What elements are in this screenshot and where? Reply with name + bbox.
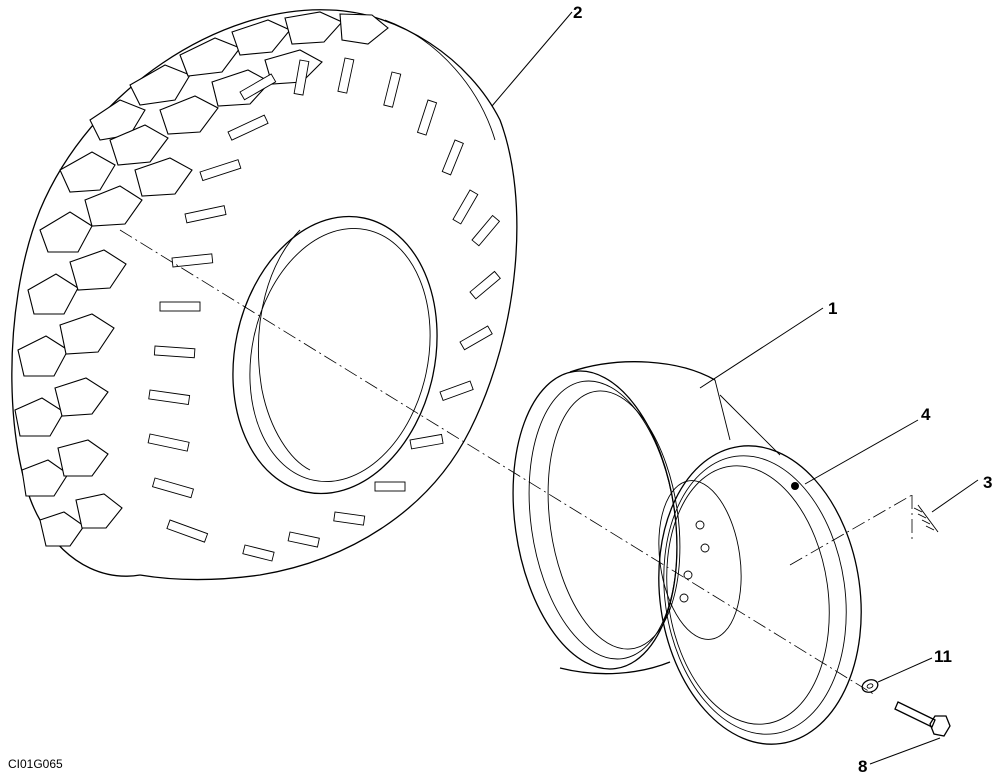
tire — [11, 9, 518, 581]
figure-id: CI01G065 — [8, 757, 63, 771]
valve-hole — [791, 482, 799, 490]
washer — [861, 679, 879, 693]
callout-bolt: 8 — [858, 757, 867, 776]
callout-rim: 1 — [828, 299, 837, 318]
bolt — [894, 701, 951, 737]
rim — [512, 361, 862, 745]
callout-tire: 2 — [573, 3, 582, 22]
sidewall-grooves — [147, 57, 501, 562]
center-axis — [119, 229, 876, 696]
valve-axis — [789, 494, 913, 566]
callout-valve-stem: 3 — [983, 473, 992, 492]
callout-washer: 11 — [934, 647, 952, 666]
tread-lugs — [14, 11, 389, 547]
callout-valve-hole: 4 — [921, 405, 931, 424]
valve-stem — [913, 504, 939, 533]
